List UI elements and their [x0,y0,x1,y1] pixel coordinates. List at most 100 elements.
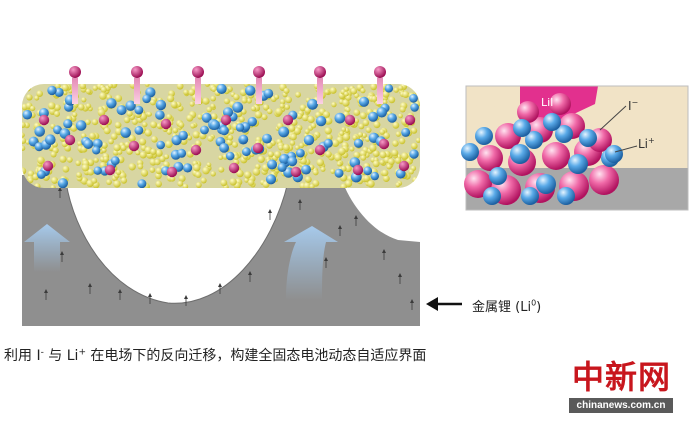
electrolyte-grain [350,87,358,95]
electrolyte-grain [363,175,371,182]
lithium-sphere [376,107,387,118]
electrolyte-grain [190,123,196,129]
electrolyte-grain [358,123,365,130]
electrolyte-grain [345,107,351,113]
electrolyte-grain [108,138,114,145]
electrolyte-grain [239,116,245,123]
lithium-sphere [384,84,394,93]
electrolyte-grain [399,106,406,113]
lithium-metal-label: 金属锂 (Li0) [472,298,542,315]
iodide-sphere [98,114,110,126]
lithium-sphere [92,138,103,149]
electrolyte-grain [197,114,203,120]
electrolyte-grain [310,123,317,129]
electrolyte-grain [155,180,162,188]
lithium-sphere [134,125,144,135]
lithium-sphere [277,162,287,172]
electrolyte-grain [89,132,96,140]
lithium-sphere [201,112,212,123]
electrolyte-grain [233,154,239,160]
tick-arrow-head [148,293,152,297]
lithium-sphere [395,168,406,179]
electrolyte-grain [252,168,261,176]
electrolyte-grain [75,160,81,166]
tick-arrow-head [382,249,386,253]
electrolyte-grain [386,164,392,170]
electrolyte-grain [266,142,273,149]
electrolyte-grain [37,156,45,165]
electrolyte-grain [382,90,390,98]
electrolyte-grain [388,96,396,104]
probe-stem [377,78,383,104]
probe-stem [72,78,78,104]
electrolyte-grain [144,84,150,87]
iodide-sphere [38,114,50,126]
electrolyte-grain [295,91,301,98]
electrolyte-grain [114,94,123,102]
lithium-sphere [156,140,165,150]
lithium-sphere [200,125,209,135]
electrolyte-grain [81,97,87,103]
electrolyte-grain [50,184,56,188]
electrolyte-grain [372,160,380,168]
probe-head [192,66,204,78]
lithium-sphere [183,163,193,173]
electrolyte-grain [220,179,228,187]
electrolyte-grain [140,169,149,177]
lithium-sphere [334,168,344,178]
probe-head [253,66,265,78]
electrolyte-grain [329,87,337,94]
pointer-arrow [426,297,462,311]
iodide-sphere [228,162,240,174]
lithium-sphere [37,170,46,179]
electrolyte-grain [312,169,319,176]
electrolyte-grain [236,169,244,178]
probe-head [314,66,326,78]
electrolyte-grain [382,175,390,183]
electrolyte-grain [391,149,399,157]
electrolyte-grain [373,121,381,129]
lithium-sphere [54,87,64,97]
electrolyte-grain [211,86,217,92]
lithium-sphere [225,151,235,161]
lithium-ion-label: Li+ [638,136,655,151]
iodide-ion-label: I− [628,98,639,113]
electrolyte-grain [229,129,235,135]
electrolyte-grain [342,99,350,107]
electrolyte-grain [142,121,148,128]
lithium-sphere [315,115,327,127]
electrolyte-grain [357,132,363,138]
electrolyte-grain [85,119,91,125]
lithium-sphere [219,143,230,153]
electrolyte-grain [48,102,56,110]
inset-lithium-sphere [475,127,493,145]
lithium-sphere [301,164,311,175]
electrolyte-grain [324,127,332,135]
tick-arrow-head [218,283,222,287]
lithium-sphere [368,111,379,122]
lithium-sphere [92,146,101,155]
tick-arrow-head [298,199,302,203]
electrolyte-grain [93,157,99,163]
electrolyte-grain [210,95,216,102]
electrolyte-grain [412,176,419,183]
iodide-sphere [290,166,302,178]
field-direction-arrows [44,187,414,310]
lithium-sphere [210,120,220,130]
electrolyte-grain [401,152,409,160]
electrolyte-grain [193,164,201,172]
lithium-sphere [370,171,379,181]
electrolyte-grain [398,85,404,91]
inset-iodide-sphere [542,142,570,170]
electrolyte-grain [379,159,385,165]
electrolyte-grain [283,87,290,94]
inset-lithium-sphere [605,145,623,163]
electrolyte-grain [410,127,418,134]
electrolyte-grain [97,108,106,117]
electrolyte-grain [394,157,402,164]
lithium-sphere [334,112,346,124]
electrolyte-grain [309,183,315,188]
lithium-sphere [116,105,127,116]
lithium-sphere [63,119,73,129]
electrolyte-grain [85,103,92,109]
